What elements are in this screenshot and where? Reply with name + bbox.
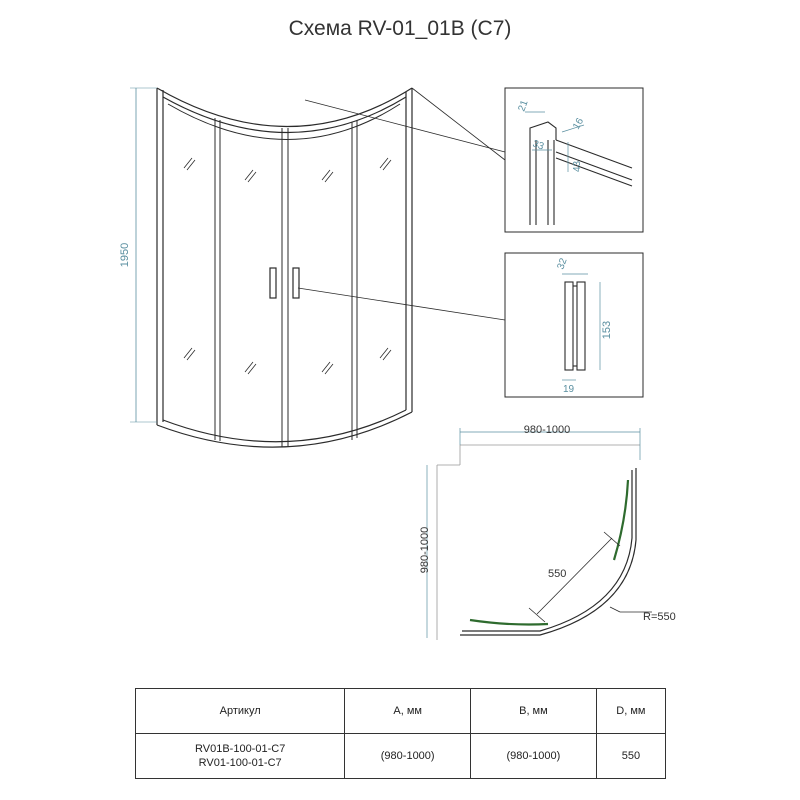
header-article: Артикул: [134, 688, 346, 734]
handle-detail: [504, 252, 644, 398]
profile-dim-33: 33: [531, 138, 546, 152]
b-value: (980-1000): [470, 733, 597, 779]
height-dimension: [130, 87, 157, 423]
header-a: A, мм: [344, 688, 472, 734]
handle-dim-19: 19: [563, 384, 575, 395]
diagram-title: Схема RV-01_01B (C7): [288, 17, 512, 40]
height-label: 1950: [119, 243, 131, 267]
handle-dim-153: 153: [601, 321, 613, 339]
profile-dim-16: 16: [571, 116, 586, 132]
profile-dim-21: 21: [516, 98, 530, 113]
plan-view: [426, 428, 652, 640]
article-cell: RV01B-100-01-C7 RV01-100-01-C7: [134, 733, 346, 779]
front-view: [156, 87, 506, 448]
plan-radius-label: R=550: [643, 611, 676, 623]
profile-dim-43: 43: [572, 160, 583, 172]
spec-table: Артикул A, мм B, мм D, мм RV01B-100-01-C…: [134, 688, 667, 779]
plan-550-label: 550: [548, 568, 566, 580]
header-d: D, мм: [595, 688, 667, 734]
article-1: RV01B-100-01-C7: [195, 743, 286, 755]
handle-dim-32: 32: [555, 256, 569, 271]
a-value: (980-1000): [344, 733, 472, 779]
plan-width-label: 980-1000: [524, 424, 571, 436]
spec-table-header: Артикул A, мм B, мм D, мм: [134, 688, 667, 734]
d-value: 550: [595, 733, 667, 779]
profile-detail: [504, 87, 644, 233]
plan-depth-label: 980-1000: [419, 527, 431, 574]
header-b: B, мм: [470, 688, 597, 734]
table-row: RV01B-100-01-C7 RV01-100-01-C7 (980-1000…: [134, 733, 667, 779]
article-2: RV01-100-01-C7: [198, 757, 282, 769]
